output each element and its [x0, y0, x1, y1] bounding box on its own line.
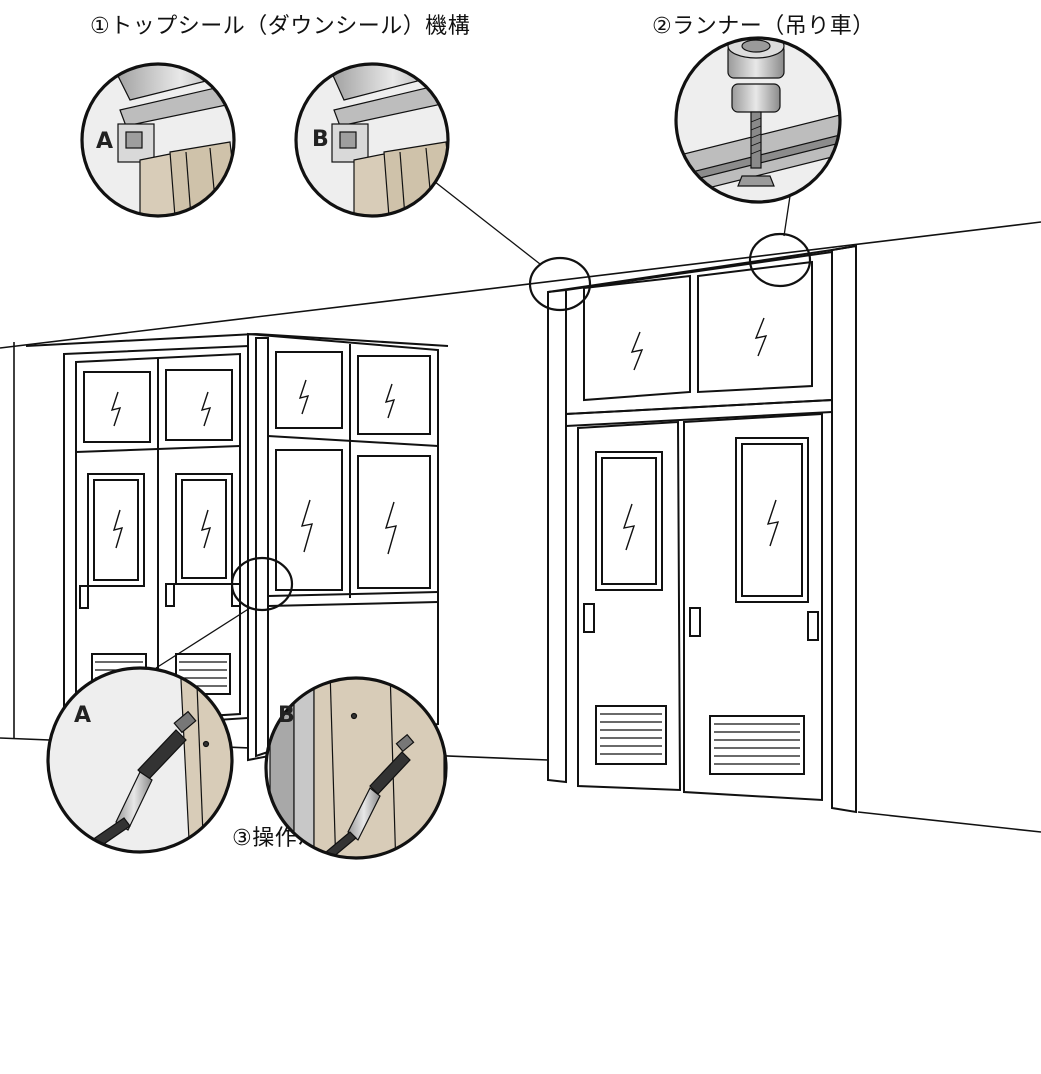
middle-angled-panel: [25, 332, 449, 762]
handle-label-a: A: [74, 703, 91, 728]
top-seal-detail-a: A: [80, 62, 236, 218]
callout-markers: [230, 232, 812, 612]
leader-lines: [155, 177, 791, 669]
ceiling-line: [0, 221, 1041, 349]
callout-circle-runner: [748, 232, 812, 288]
right-panel: [547, 244, 857, 814]
top-seal-label-b: B: [312, 127, 329, 152]
leader-handle: [155, 607, 251, 669]
callout-circle-top-seal: [528, 256, 592, 312]
handle-detail-b: B: [264, 676, 448, 860]
left-folding-panel: [63, 344, 249, 732]
floor-line-right: [857, 811, 1041, 833]
top-seal-caption: ①トップシール（ダウンシール）機構: [90, 14, 471, 39]
leader-runner: [783, 195, 791, 237]
callout-circle-handle: [230, 556, 294, 612]
handle-label-b: B: [278, 703, 295, 728]
runner-detail: [674, 36, 842, 204]
top-seal-label-a: A: [96, 129, 113, 154]
leader-top-seal: [429, 177, 541, 265]
runner-caption: ②ランナー（吊り車）: [652, 14, 875, 39]
top-seal-detail-b: B: [294, 62, 450, 218]
